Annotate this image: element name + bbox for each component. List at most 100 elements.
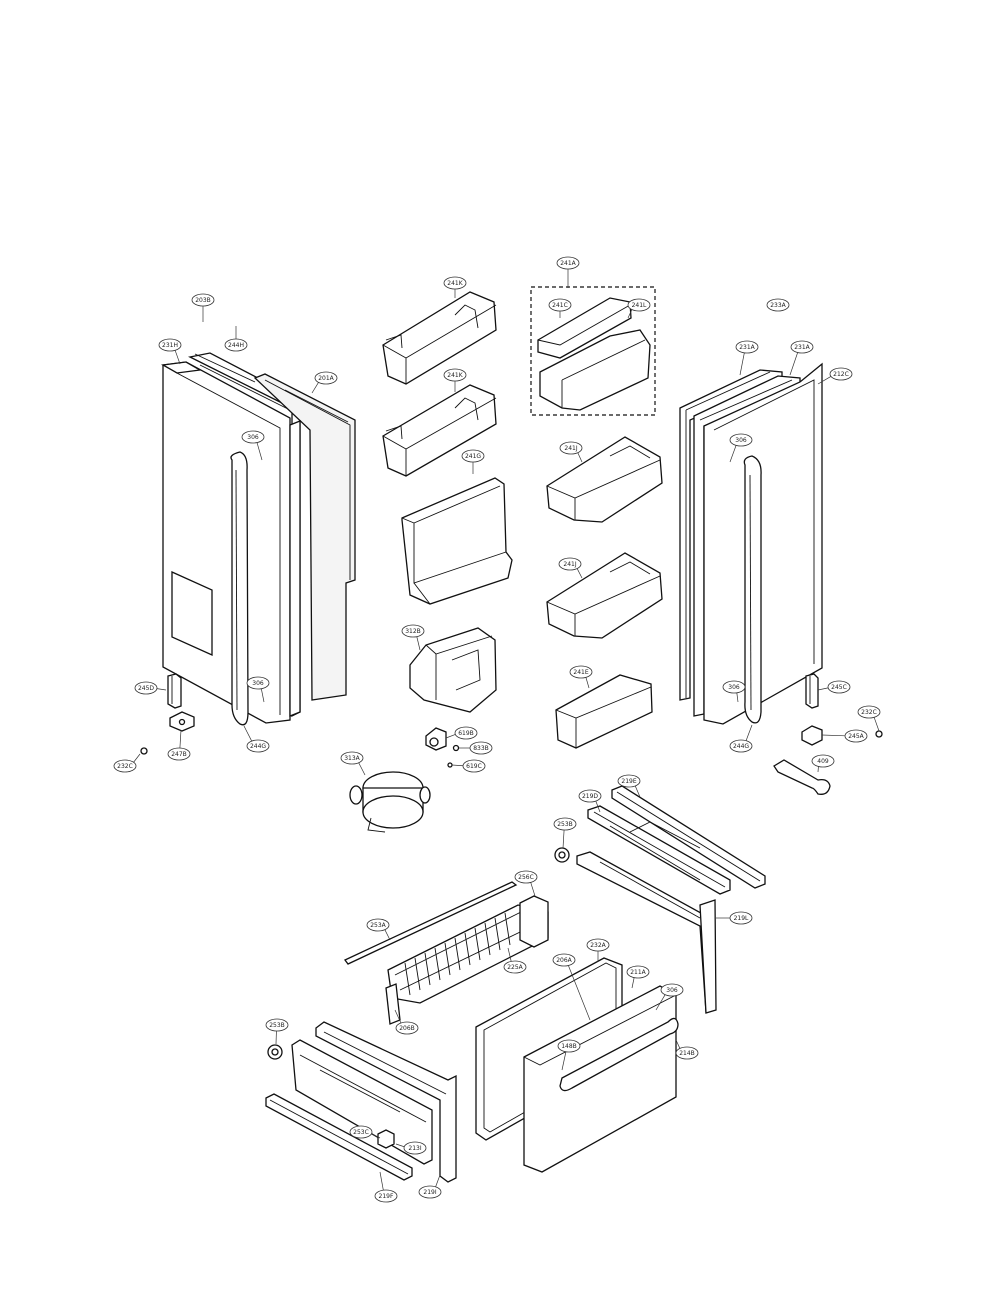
callout-bubble — [766, 298, 790, 312]
basket-rod — [343, 881, 518, 965]
callout-label: 253B — [557, 821, 573, 828]
callout-306-d: 306 — [655, 983, 684, 1011]
callout-label: 245C — [831, 684, 847, 691]
callout-label: 245D — [138, 685, 154, 692]
callout-bubble — [418, 1185, 442, 1199]
callout-leader — [256, 442, 263, 461]
drawer-slide-right — [576, 851, 717, 1014]
callout-219d: 219D — [578, 789, 602, 813]
callout-leader — [371, 1133, 381, 1139]
callout-label: 313A — [344, 755, 360, 762]
bin-tray — [539, 329, 651, 411]
callout-bubble — [246, 739, 270, 753]
callout-label: 219L — [734, 915, 749, 922]
callout-bubble — [829, 367, 853, 381]
fan-motor — [349, 771, 431, 833]
callout-203b-l: 203B — [191, 293, 215, 322]
callout-244g-r: 244G — [729, 724, 753, 753]
callout-bubble — [340, 751, 364, 765]
callout-bubble — [374, 1189, 398, 1203]
callout-312b: 312B — [401, 624, 425, 651]
callout-bubble — [548, 298, 572, 312]
callout-219f: 219F — [374, 1171, 398, 1203]
callout-619b: 619B — [445, 726, 478, 740]
callout-bubble — [443, 276, 467, 290]
callout-bubble — [265, 1018, 289, 1032]
basket-bracket — [519, 895, 549, 948]
callout-label: 214B — [679, 1050, 695, 1057]
callout-leader — [634, 785, 641, 798]
right-door-handle — [743, 455, 762, 724]
callout-bubble — [224, 338, 248, 352]
callout-label: 211A — [630, 969, 646, 976]
callout-bubble — [557, 1039, 581, 1053]
callout-bubble — [722, 680, 746, 694]
callout-212c: 212C — [817, 367, 853, 385]
callout-bubble — [134, 681, 158, 695]
callout-241c: 241C — [548, 298, 572, 318]
callout-bubble — [790, 340, 814, 354]
drawer-front-panel — [523, 985, 677, 1173]
callout-label: 241A — [560, 260, 576, 267]
callout-leader — [435, 1174, 441, 1187]
callout-label: 306 — [252, 680, 264, 687]
callout-label: 219E — [621, 778, 636, 785]
callout-label: 231A — [794, 344, 810, 351]
callout-bubble — [191, 293, 215, 307]
callout-leader — [729, 445, 737, 463]
wire-basket — [343, 881, 549, 1025]
callout-bubble — [553, 817, 577, 831]
callout-241l: 241L — [627, 298, 651, 319]
callout-leader — [174, 350, 181, 365]
callout-label: 219I — [423, 1189, 436, 1196]
callout-bubble — [241, 430, 265, 444]
callout-256c: 256C — [514, 870, 538, 897]
callout-label: 245A — [848, 733, 864, 740]
callout-label: 306 — [728, 684, 740, 691]
callout-leader — [395, 1143, 405, 1148]
callout-214b: 214B — [675, 1039, 699, 1060]
callout-bubble — [552, 953, 576, 967]
callout-leader — [576, 568, 583, 579]
drawer-rail-left — [265, 1021, 457, 1183]
rail-bracket — [291, 1039, 433, 1165]
callout-label: 225A — [507, 964, 523, 971]
callout-bubble — [401, 624, 425, 638]
callout-bubble — [675, 1046, 699, 1060]
callout-leader — [243, 725, 253, 742]
callout-225a: 225A — [503, 947, 527, 974]
callout-leader — [655, 994, 666, 1011]
drawer-front-assembly — [475, 957, 679, 1173]
callout-label: 219D — [582, 793, 598, 800]
callout-231a-1: 231A — [735, 340, 759, 376]
callout-232c-l: 232C — [113, 753, 141, 773]
callout-bubble — [626, 965, 650, 979]
callout-leader — [561, 1051, 567, 1071]
callout-label: 619C — [466, 763, 482, 770]
callout-label: 409 — [817, 758, 829, 765]
callout-253b-1: 253B — [553, 817, 577, 849]
callout-leader — [416, 636, 421, 651]
callout-label: 247B — [171, 751, 187, 758]
callout-bubble — [827, 680, 851, 694]
callout-leader — [260, 688, 265, 703]
callout-label: 231H — [162, 342, 178, 349]
callout-label: 306 — [666, 987, 678, 994]
rail-housing — [315, 1021, 457, 1183]
callout-leader — [873, 717, 880, 732]
callout-232c-r: 232C — [857, 705, 881, 732]
callout-label: 256C — [518, 874, 534, 881]
callout-label: 253A — [370, 922, 386, 929]
callout-245a: 245A — [821, 729, 868, 743]
callout-label: 244G — [250, 743, 266, 750]
door-bin-4 — [546, 552, 663, 639]
callout-leader — [568, 965, 591, 1021]
callout-label: 233A — [770, 302, 786, 309]
callout-label: 306 — [735, 437, 747, 444]
drawer-gear — [554, 847, 570, 863]
callout-label: 231A — [739, 344, 755, 351]
callout-bubble — [113, 759, 137, 773]
callout-241j-1: 241J — [559, 441, 583, 463]
callout-leader — [736, 692, 739, 703]
callout-leader — [595, 800, 601, 813]
